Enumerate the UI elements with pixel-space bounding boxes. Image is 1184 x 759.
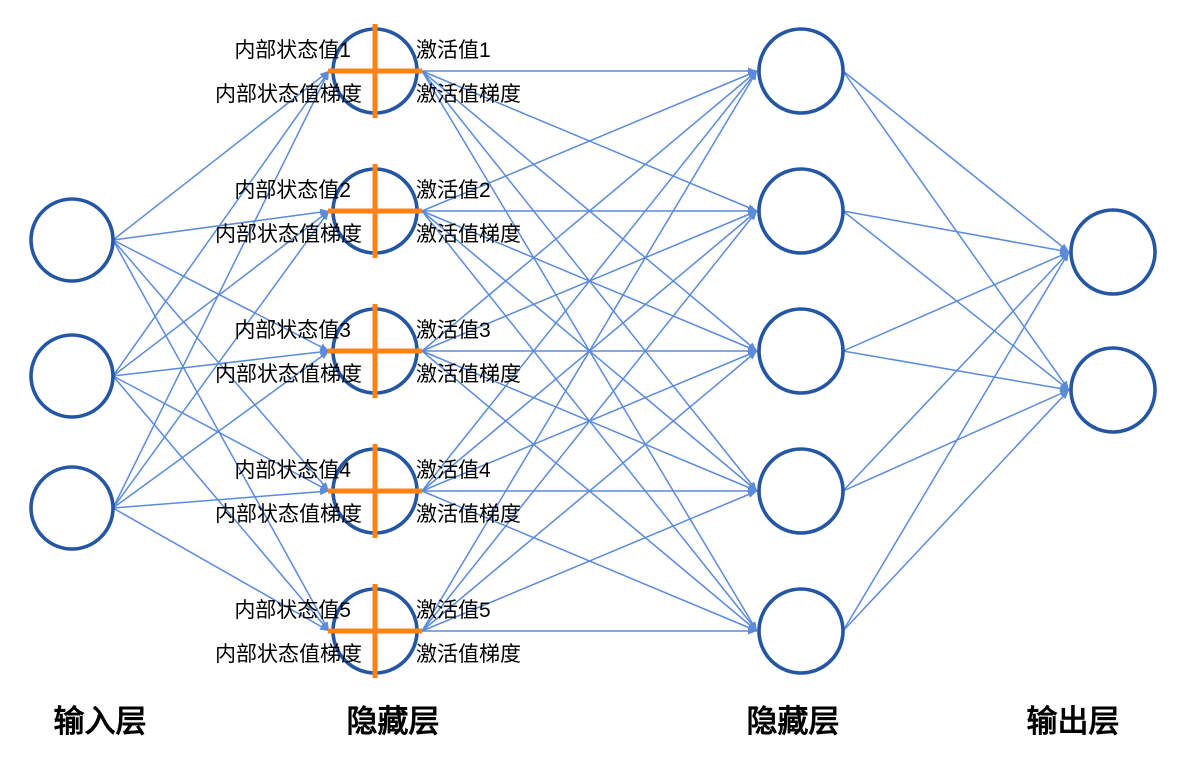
connection-arrow xyxy=(112,70,330,377)
activation-label: 激活值2 xyxy=(416,179,491,202)
activation-label: 激活值5 xyxy=(416,599,491,622)
hidden1-layer-nodes xyxy=(328,24,422,678)
connection-arrow xyxy=(112,70,330,241)
connection-arrow xyxy=(842,70,1070,253)
input-node-1 xyxy=(29,197,115,283)
activation-gradient-label: 激活值梯度 xyxy=(416,503,521,526)
connection-arrow xyxy=(842,389,1070,632)
state-gradient-label: 内部状态值梯度 xyxy=(215,643,362,666)
input-layer-title: 输入层 xyxy=(54,704,147,739)
input-node-2 xyxy=(29,333,115,419)
hidden2-layer-title: 隐藏层 xyxy=(747,704,840,739)
connection-arrow xyxy=(112,70,330,509)
state-label: 内部状态值2 xyxy=(234,179,351,202)
connection-arrow xyxy=(842,251,1070,632)
hidden1-layer-title: 隐藏层 xyxy=(347,704,440,739)
connection-arrow xyxy=(112,488,330,509)
hidden2-node-5 xyxy=(757,587,845,675)
connection-arrow xyxy=(842,70,1070,391)
connection-arrow xyxy=(112,507,330,632)
state-label: 内部状态值4 xyxy=(234,459,351,482)
connection-arrow xyxy=(112,375,330,632)
activation-gradient-label: 激活值梯度 xyxy=(416,83,521,106)
connection-arrow xyxy=(112,239,330,492)
connection-arrow xyxy=(421,70,758,212)
input-layer-nodes xyxy=(29,197,115,551)
hidden2-layer-nodes xyxy=(757,27,845,675)
connection-arrow xyxy=(421,350,758,632)
connection-arrow xyxy=(421,70,758,352)
activation-label: 激活值3 xyxy=(416,319,491,342)
input-node-3 xyxy=(29,465,115,551)
output-layer-nodes xyxy=(1069,208,1157,434)
connection-arrow xyxy=(842,251,1070,352)
hidden1-node-1 xyxy=(328,24,422,118)
activation-gradient-label: 激活值梯度 xyxy=(416,363,521,386)
connection-arrow xyxy=(112,239,330,352)
connection-arrow xyxy=(842,251,1070,492)
state-gradient-label: 内部状态值梯度 xyxy=(215,503,362,526)
hidden2-node-4 xyxy=(757,447,845,535)
state-label: 内部状态值5 xyxy=(234,599,351,622)
state-gradient-label: 内部状态值梯度 xyxy=(215,83,362,106)
state-label: 内部状态值3 xyxy=(234,319,351,342)
connection-arrow xyxy=(112,375,330,492)
output-node-2 xyxy=(1069,346,1157,434)
output-layer-title: 输出层 xyxy=(1027,704,1120,739)
hidden1-node-3 xyxy=(328,304,422,398)
connection-arrow xyxy=(842,210,1070,254)
hidden2-node-2 xyxy=(757,167,845,255)
hidden1-node-2 xyxy=(328,164,422,258)
connection-arrow xyxy=(112,210,330,377)
state-gradient-label: 内部状态值梯度 xyxy=(215,223,362,246)
connection-arrow xyxy=(112,239,330,632)
activation-label: 激活值4 xyxy=(416,459,491,482)
hidden2-node-1 xyxy=(757,27,845,115)
connection-arrow xyxy=(421,490,758,632)
state-gradient-label: 内部状态值梯度 xyxy=(215,363,362,386)
hidden1-node-4 xyxy=(328,444,422,538)
layer-titles: 输入层 隐藏层 隐藏层 输出层 xyxy=(54,704,1120,739)
hidden1-node-5 xyxy=(328,584,422,678)
connection-arrow xyxy=(112,350,330,509)
edges-group xyxy=(112,67,1070,635)
output-node-1 xyxy=(1069,208,1157,296)
hidden1-node-labels: 内部状态值1 内部状态值梯度 激活值1 激活值梯度 内部状态值2 内部状态值梯度… xyxy=(215,39,521,666)
activation-gradient-label: 激活值梯度 xyxy=(416,643,521,666)
state-label: 内部状态值1 xyxy=(234,39,351,62)
connection-arrow xyxy=(842,210,1070,391)
connection-arrow xyxy=(421,70,758,632)
hidden2-node-3 xyxy=(757,307,845,395)
connection-arrow xyxy=(421,210,758,632)
activation-label: 激活值1 xyxy=(416,39,491,62)
connection-arrow xyxy=(421,70,758,492)
connection-arrow xyxy=(112,348,330,377)
connection-arrow xyxy=(112,208,330,241)
connection-arrow xyxy=(112,210,330,509)
activation-gradient-label: 激活值梯度 xyxy=(416,223,521,246)
